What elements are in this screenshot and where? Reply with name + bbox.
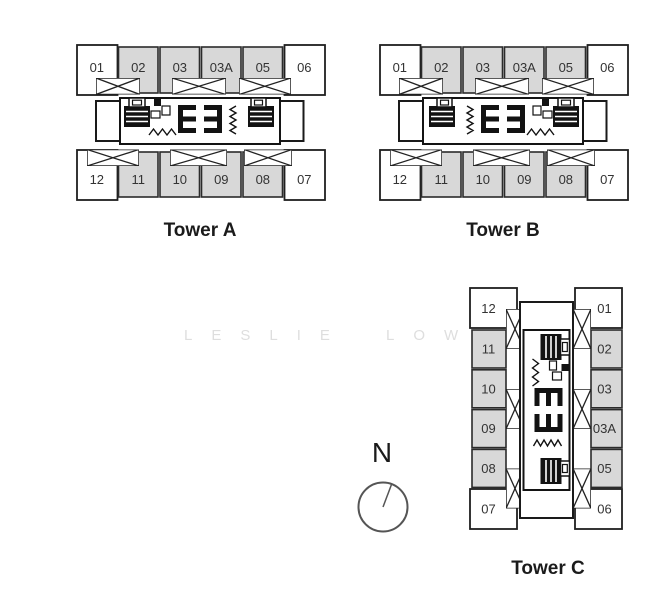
tower-c-unit-11 <box>471 329 507 369</box>
tower-c-unit-03a-label: 03A <box>593 421 616 436</box>
tower-a-unit-12-label: 12 <box>90 172 104 187</box>
tower-c-unit-12-label: 12 <box>481 301 495 316</box>
tower-b-unit-07-label: 07 <box>600 172 614 187</box>
tower-a-unit-06-label: 06 <box>297 60 311 75</box>
tower-b-unit-09-label: 09 <box>517 172 531 187</box>
ac-ledge-x-marker <box>542 78 594 95</box>
compass-circle <box>357 481 409 533</box>
tower-a: 01 02 03 03A 05 06 12 11 10 09 08 07 Tow… <box>76 44 326 241</box>
tower-c-unit-06-label: 06 <box>597 502 611 517</box>
tower-b-unit-01-label: 01 <box>393 60 407 75</box>
tower-b-title: Tower B <box>466 220 540 241</box>
ac-ledge-x-marker <box>547 149 595 166</box>
tower-a-unit-06 <box>283 44 326 96</box>
watermark-text: LESLIE LOW <box>184 327 477 344</box>
compass-north-label: N <box>372 437 392 468</box>
tower-b-unit-11-label: 11 <box>435 172 449 187</box>
tower-c-unit-03-label: 03 <box>597 381 611 396</box>
tower-c-unit-03 <box>590 368 623 409</box>
tower-a-unit-10-label: 10 <box>173 172 187 187</box>
tower-a-title: Tower A <box>164 220 237 241</box>
tower-c-unit-05-label: 05 <box>597 461 611 476</box>
tower-a-unit-03a-label: 03A <box>210 60 233 75</box>
service-core <box>522 329 571 491</box>
tower-c-unit-09-label: 09 <box>481 421 495 436</box>
ac-ledge-x-marker <box>573 389 591 429</box>
tower-a-unit-01-label: 01 <box>90 60 104 75</box>
ac-ledge-x-marker <box>473 149 530 166</box>
tower-c-unit-11-label: 11 <box>482 342 496 357</box>
compass-needle <box>382 484 393 508</box>
tower-c-unit-03a <box>590 408 623 449</box>
tower-c-unit-10-label: 10 <box>481 381 495 396</box>
tower-b-unit-05-label: 05 <box>559 60 573 75</box>
tower-a-unit-08-label: 08 <box>256 172 270 187</box>
tower-c-unit-08 <box>471 448 507 489</box>
tower-a-unit-05-label: 05 <box>256 60 270 75</box>
tower-b-unit-06-label: 06 <box>600 60 614 75</box>
tower-c: 12 11 10 09 08 07 01 02 03 03A 05 06 Tow… <box>469 287 623 579</box>
ac-ledge-x-marker <box>399 78 443 95</box>
tower-b-unit-10-label: 10 <box>476 172 490 187</box>
tower-c-unit-07-label: 07 <box>481 502 495 517</box>
tower-a-unit-11-label: 11 <box>132 172 146 187</box>
ac-ledge-x-marker <box>172 78 226 95</box>
north-compass-icon: N <box>357 437 409 533</box>
ac-ledge-x-marker <box>475 78 529 95</box>
tower-a-unit-03-label: 03 <box>173 60 187 75</box>
ac-ledge-x-marker <box>244 149 292 166</box>
ac-ledge-x-marker <box>87 149 139 166</box>
tower-b-unit-02-label: 02 <box>434 60 448 75</box>
tower-c-unit-08-label: 08 <box>481 461 495 476</box>
tower-a-unit-09-label: 09 <box>214 172 228 187</box>
tower-c-unit-10 <box>471 368 507 409</box>
tower-b: 01 02 03 03A 05 06 12 11 10 09 08 07 Tow… <box>379 44 629 241</box>
ac-ledge-x-marker <box>239 78 291 95</box>
ac-ledge-x-marker <box>96 78 140 95</box>
ac-ledge-x-marker <box>390 149 442 166</box>
service-core <box>422 97 584 145</box>
ac-ledge-x-marker <box>573 468 591 509</box>
service-core <box>119 97 281 145</box>
tower-c-unit-02-label: 02 <box>597 342 611 357</box>
tower-b-unit-12-label: 12 <box>393 172 407 187</box>
tower-b-unit-08-label: 08 <box>559 172 573 187</box>
tower-c-title: Tower C <box>511 558 585 579</box>
ac-ledge-x-marker <box>170 149 227 166</box>
tower-c-unit-12 <box>469 287 518 329</box>
tower-b-unit-03a-label: 03A <box>513 60 536 75</box>
tower-a-unit-02-label: 02 <box>131 60 145 75</box>
tower-b-unit-03-label: 03 <box>476 60 490 75</box>
tower-a-unit-07-label: 07 <box>297 172 311 187</box>
tower-c-unit-02 <box>590 329 623 369</box>
tower-b-unit-06 <box>586 44 629 96</box>
tower-c-unit-01-label: 01 <box>597 301 611 316</box>
tower-c-unit-05 <box>590 448 623 489</box>
ac-ledge-x-marker <box>573 309 591 349</box>
